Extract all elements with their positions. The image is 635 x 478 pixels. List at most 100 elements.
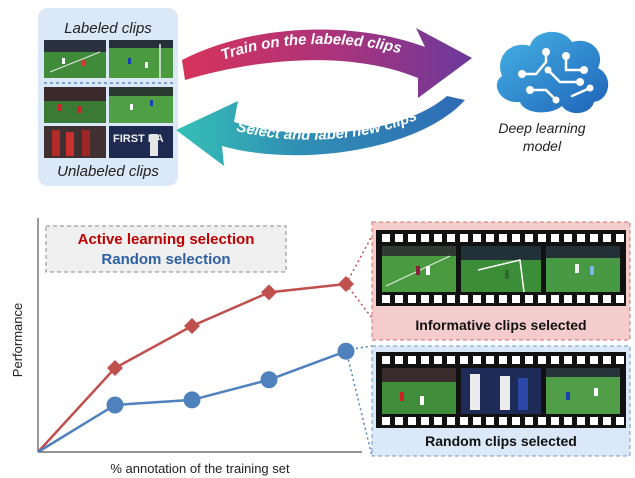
model-label-line1: Deep learning [498,120,585,136]
film-sprocket-hole [603,356,611,364]
marker-random [260,371,278,389]
film-sprocket-hole [512,295,520,303]
brain-circuit-icon [496,31,609,114]
film-sprocket-hole [382,356,390,364]
labeled-clips-caption: Labeled clips [64,20,152,37]
film-sprocket-hole [408,295,416,303]
model-label-line2: model [523,138,562,154]
film-sprocket-hole [395,295,403,303]
labeled-thumbnails [44,40,173,78]
film-sprocket-hole [603,295,611,303]
marker-active-learning [107,360,123,376]
clip-thumbnail: FIRST HA [109,126,173,158]
film-sprocket-hole [564,356,572,364]
film-sprocket-hole [590,295,598,303]
film-sprocket-hole [486,356,494,364]
film-sprocket-hole [486,417,494,425]
film-sprocket-hole [421,295,429,303]
legend-active-learning: Active learning selection [78,231,255,248]
select-arrow: Select and label new clips [176,96,465,166]
clips-box: Labeled clips [38,8,178,186]
film-sprocket-hole [434,356,442,364]
performance-chart: Active learning selection Random selecti… [10,218,362,476]
film-sprocket-hole [460,234,468,242]
clip-thumbnail [44,126,106,158]
film-sprocket-hole [616,417,624,425]
random-panel: Random clips selected [371,345,631,457]
film-sprocket-hole [590,234,598,242]
connector-informative [345,235,373,285]
x-axis-label: % annotation of the training set [110,461,290,476]
film-sprocket-hole [512,417,520,425]
film-sprocket-hole [512,234,520,242]
film-sprocket-hole [499,356,507,364]
film-sprocket-hole [525,417,533,425]
film-sprocket-hole [421,356,429,364]
film-sprocket-hole [408,234,416,242]
film-sprocket-hole [473,295,481,303]
film-sprocket-hole [460,295,468,303]
film-sprocket-hole [616,356,624,364]
film-sprocket-hole [512,356,520,364]
unlabeled-thumbnails: FIRST HA [44,87,173,158]
film-sprocket-hole [551,234,559,242]
y-axis-label: Performance [10,303,25,377]
film-sprocket-hole [564,295,572,303]
film-sprocket-hole [499,295,507,303]
informative-caption: Informative clips selected [415,317,586,333]
film-sprocket-hole [616,234,624,242]
legend-random: Random selection [101,251,230,268]
marker-active-learning [184,318,200,334]
film-sprocket-hole [577,295,585,303]
film-sprocket-hole [564,234,572,242]
film-sprocket-hole [434,295,442,303]
film-sprocket-hole [447,356,455,364]
film-sprocket-hole [395,417,403,425]
film-sprocket-hole [408,356,416,364]
film-sprocket-hole [460,417,468,425]
film-sprocket-hole [564,417,572,425]
film-sprocket-hole [525,295,533,303]
film-sprocket-hole [590,417,598,425]
clip-thumbnail [44,40,106,78]
film-sprocket-hole [447,417,455,425]
unlabeled-clips-caption: Unlabeled clips [57,163,159,180]
film-sprocket-hole [473,234,481,242]
film-sprocket-hole [551,417,559,425]
film-sprocket-hole [538,234,546,242]
film-sprocket-hole [538,356,546,364]
marker-active-learning [261,284,277,301]
film-sprocket-hole [577,356,585,364]
informative-panel: Informative clips selected [371,221,631,341]
film-sprocket-hole [447,295,455,303]
film-sprocket-hole [499,234,507,242]
film-sprocket-hole [603,234,611,242]
film-sprocket-hole [382,234,390,242]
connector-random [345,349,373,457]
train-arrow: Train on the labeled clips [182,28,472,98]
film-sprocket-hole [499,417,507,425]
marker-random [183,391,201,409]
film-sprocket-hole [486,295,494,303]
film-sprocket-hole [616,295,624,303]
connector-random [345,345,373,351]
film-sprocket-hole [577,417,585,425]
clip-thumbnail [109,40,173,78]
random-caption: Random clips selected [425,433,577,449]
film-sprocket-hole [603,417,611,425]
film-sprocket-hole [434,417,442,425]
film-sprocket-hole [421,234,429,242]
film-sprocket-hole [382,295,390,303]
film-sprocket-hole [421,417,429,425]
clip-thumbnail [109,87,173,123]
film-sprocket-hole [577,234,585,242]
film-sprocket-hole [395,234,403,242]
film-sprocket-hole [525,356,533,364]
film-strip [376,230,626,306]
film-strip [376,352,626,428]
film-sprocket-hole [447,234,455,242]
film-sprocket-hole [434,234,442,242]
film-sprocket-hole [538,417,546,425]
film-sprocket-hole [590,356,598,364]
